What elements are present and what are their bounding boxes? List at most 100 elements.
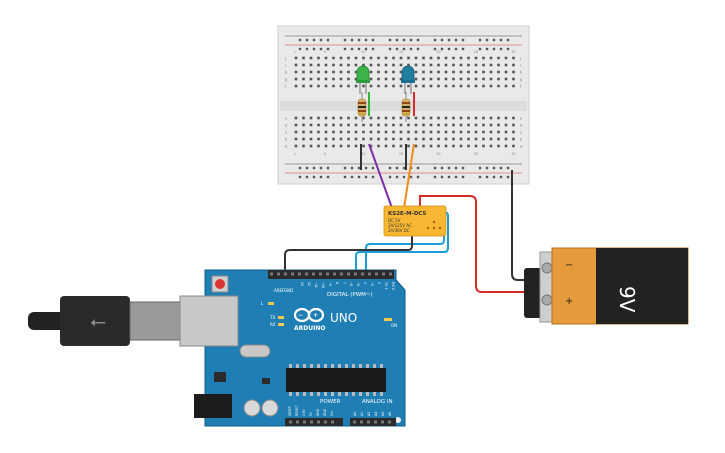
breadboard-hole[interactable] (309, 63, 313, 67)
breadboard-hole[interactable] (302, 84, 305, 88)
breadboard-hole[interactable] (294, 123, 298, 127)
breadboard-hole[interactable] (347, 70, 350, 74)
breadboard-hole[interactable] (339, 56, 343, 60)
breadboard-hole[interactable] (392, 70, 395, 74)
breadboard-hole[interactable] (459, 63, 463, 67)
header-pin[interactable] (305, 272, 308, 276)
rail-hole[interactable] (416, 175, 420, 179)
breadboard-hole[interactable] (324, 70, 328, 74)
breadboard-hole[interactable] (489, 116, 493, 120)
rail-hole[interactable] (433, 38, 437, 42)
breadboard-hole[interactable] (354, 77, 358, 81)
breadboard-hole[interactable] (302, 137, 305, 141)
breadboard-hole[interactable] (504, 130, 508, 134)
breadboard-hole[interactable] (369, 144, 373, 148)
breadboard-hole[interactable] (347, 56, 350, 60)
breadboard-hole[interactable] (452, 137, 455, 141)
breadboard-hole[interactable] (392, 56, 395, 60)
rail-hole[interactable] (433, 47, 437, 51)
rail-hole[interactable] (506, 175, 510, 179)
dc-barrel-jack[interactable] (194, 394, 232, 418)
breadboard-hole[interactable] (482, 116, 485, 120)
breadboard-hole[interactable] (324, 144, 328, 148)
breadboard-hole[interactable] (444, 137, 448, 141)
breadboard-hole[interactable] (414, 137, 418, 141)
breadboard-hole[interactable] (407, 84, 410, 88)
power-header[interactable] (285, 418, 343, 426)
rail-hole[interactable] (461, 175, 465, 179)
breadboard-hole[interactable] (332, 123, 335, 127)
breadboard-hole[interactable] (429, 144, 433, 148)
breadboard-hole[interactable] (384, 123, 388, 127)
breadboard-hole[interactable] (512, 130, 515, 134)
breadboard-hole[interactable] (497, 130, 500, 134)
header-pin[interactable] (312, 272, 315, 276)
breadboard-hole[interactable] (362, 116, 365, 120)
rail-hole[interactable] (357, 38, 361, 42)
breadboard-hole[interactable] (467, 70, 470, 74)
breadboard-hole[interactable] (369, 130, 373, 134)
rail-hole[interactable] (499, 175, 503, 179)
rail-hole[interactable] (447, 38, 451, 42)
breadboard-hole[interactable] (347, 130, 350, 134)
breadboard-hole[interactable] (422, 56, 425, 60)
breadboard-hole[interactable] (467, 123, 470, 127)
rail-hole[interactable] (388, 38, 392, 42)
usb-cable[interactable]: ⭠ (28, 296, 185, 346)
breadboard-hole[interactable] (317, 130, 320, 134)
rail-hole[interactable] (326, 38, 330, 42)
breadboard-hole[interactable] (354, 144, 358, 148)
breadboard-hole[interactable] (489, 137, 493, 141)
rail-hole[interactable] (416, 38, 420, 42)
rail-hole[interactable] (343, 175, 347, 179)
rail-hole[interactable] (454, 38, 458, 42)
rail-hole[interactable] (478, 47, 482, 51)
breadboard-hole[interactable] (414, 56, 418, 60)
breadboard-hole[interactable] (467, 144, 470, 148)
breadboard-hole[interactable] (294, 70, 298, 74)
breadboard-hole[interactable] (459, 84, 463, 88)
breadboard-hole[interactable] (294, 116, 298, 120)
breadboard-hole[interactable] (467, 137, 470, 141)
breadboard-hole[interactable] (437, 56, 440, 60)
rail-hole[interactable] (388, 166, 392, 170)
breadboard-hole[interactable] (399, 77, 403, 81)
breadboard-hole[interactable] (377, 137, 380, 141)
blue-led[interactable] (401, 65, 415, 94)
breadboard-hole[interactable] (347, 137, 350, 141)
breadboard-hole[interactable] (324, 137, 328, 141)
breadboard-hole[interactable] (429, 84, 433, 88)
header-pin[interactable] (277, 272, 280, 276)
breadboard-hole[interactable] (459, 116, 463, 120)
breadboard-hole[interactable] (399, 84, 403, 88)
rail-hole[interactable] (298, 38, 302, 42)
breadboard-hole[interactable] (459, 137, 463, 141)
breadboard-hole[interactable] (302, 56, 305, 60)
breadboard-hole[interactable] (437, 137, 440, 141)
orange-wire[interactable] (403, 143, 415, 209)
breadboard-hole[interactable] (452, 116, 455, 120)
breadboard-hole[interactable] (369, 116, 373, 120)
breadboard-hole[interactable] (369, 63, 373, 67)
breadboard-hole[interactable] (399, 70, 403, 74)
breadboard-hole[interactable] (369, 137, 373, 141)
breadboard-hole[interactable] (474, 144, 478, 148)
breadboard-hole[interactable] (309, 84, 313, 88)
breadboard-hole[interactable] (512, 123, 515, 127)
rail-hole[interactable] (506, 38, 510, 42)
breadboard-hole[interactable] (317, 116, 320, 120)
rail-hole[interactable] (305, 47, 309, 51)
breadboard-hole[interactable] (317, 63, 320, 67)
breadboard-hole[interactable] (437, 144, 440, 148)
breadboard-hole[interactable] (339, 123, 343, 127)
breadboard-hole[interactable] (497, 137, 500, 141)
breadboard-hole[interactable] (354, 84, 358, 88)
rail-hole[interactable] (364, 38, 368, 42)
breadboard-hole[interactable] (347, 77, 350, 81)
breadboard-hole[interactable] (482, 56, 485, 60)
breadboard-hole[interactable] (302, 130, 305, 134)
breadboard-hole[interactable] (377, 77, 380, 81)
breadboard-hole[interactable] (444, 123, 448, 127)
